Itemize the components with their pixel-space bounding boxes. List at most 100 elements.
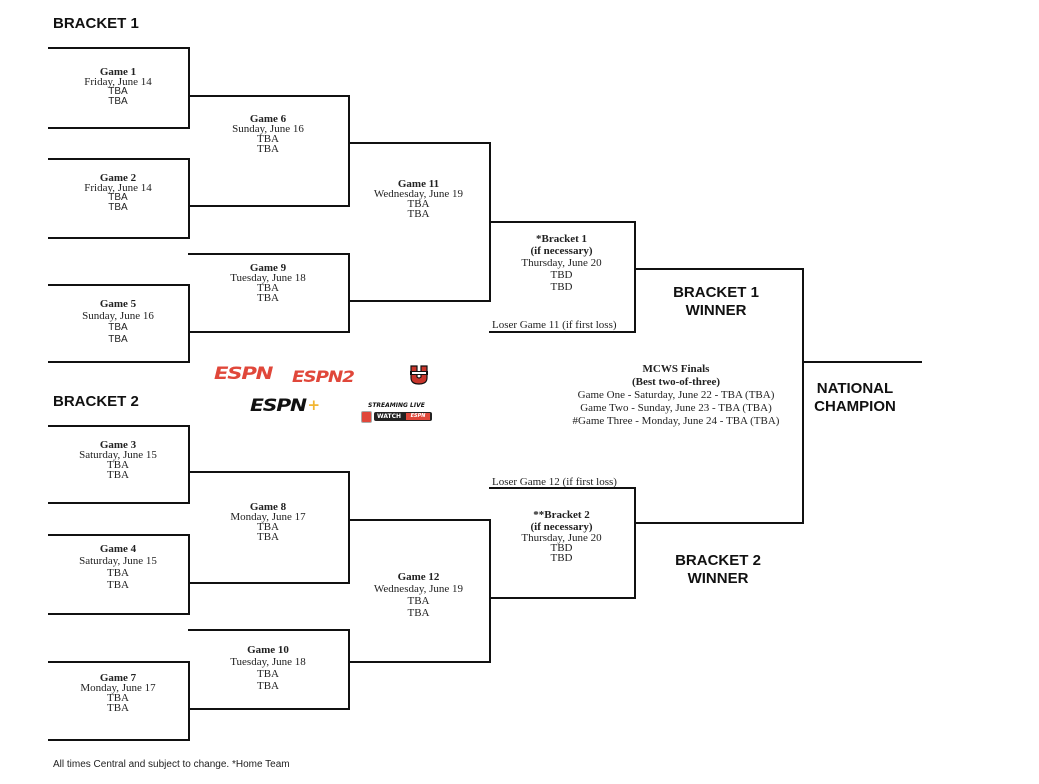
team-2: TBA [257, 292, 279, 304]
game-9-slot: Game 9 Tuesday, June 18 TBA TBA [188, 253, 350, 333]
plus-icon: + [307, 396, 321, 414]
team-1: TBD [550, 542, 573, 554]
team-2: TBA [108, 202, 128, 213]
game-date: Monday, June 17 [230, 511, 306, 523]
team-2: TBA [107, 469, 129, 481]
team-2: TBD [550, 281, 573, 293]
game-title: Game 10 [247, 644, 289, 656]
game-date: Wednesday, June 19 [373, 583, 464, 595]
game-2-slot: Game 2 Friday, June 14 TBA TBA [48, 158, 190, 239]
watch-espn-logo: STREAMING LIVE WATCH ESPN [360, 402, 434, 424]
game-title: Game 9 [249, 262, 287, 274]
game-subtitle: (if necessary) [530, 245, 593, 257]
team-2: TBD [550, 552, 573, 564]
game-3-slot: Game 3 Saturday, June 15 TBA TBA [48, 425, 190, 504]
game-date: Friday, June 14 [84, 76, 152, 88]
finals-subtitle: (Best two-of-three) [631, 376, 721, 388]
team-2: TBA [257, 531, 279, 543]
champion-line-2: CHAMPION [814, 398, 896, 415]
team-1: TBA [257, 282, 279, 294]
game-date: Sunday, June 16 [82, 310, 154, 322]
bracket-2-if-necessary-slot: **Bracket 2 (if necessary) Thursday, Jun… [489, 487, 636, 599]
espn-e-icon [361, 411, 372, 423]
game-date: Friday, June 14 [84, 182, 152, 194]
game-8-slot: Game 8 Monday, June 17 TBA TBA [188, 471, 350, 584]
team-2: TBA [407, 607, 430, 619]
team-1: TBA [108, 322, 128, 333]
team-1: TBA [108, 192, 128, 203]
game-title: Game 4 [99, 543, 137, 555]
winner-line-2: WINNER [685, 302, 747, 319]
game-date: Tuesday, June 18 [230, 272, 306, 284]
game-1-slot: Game 1 Friday, June 14 TBA TBA [48, 47, 190, 129]
game-title: Game 6 [249, 113, 287, 125]
game-date: Saturday, June 15 [79, 555, 157, 567]
game-title: Game 5 [99, 298, 137, 310]
team-1: TBA [257, 668, 279, 680]
espnu-logo [409, 365, 429, 385]
game-title: Game 1 [99, 66, 137, 78]
national-champion-line [802, 361, 922, 363]
bracket-2-winner-label: BRACKET 2 WINNER [652, 552, 784, 588]
team-1: TBD [550, 269, 573, 281]
mcws-finals-info: MCWS Finals (Best two-of-three) Game One… [548, 363, 804, 428]
bracket-2-heading: BRACKET 2 [53, 393, 139, 410]
team-2: TBA [107, 579, 129, 591]
finals-title: MCWS Finals [642, 363, 710, 375]
team-1: TBA [107, 692, 129, 704]
game-title: Game 12 [397, 571, 440, 583]
team-2: TBA [257, 680, 279, 692]
game-date: Tuesday, June 18 [230, 656, 306, 668]
game-5-slot: Game 5 Sunday, June 16 TBA TBA [48, 284, 190, 363]
game-title: Game 2 [99, 172, 137, 184]
bracket-1-winner-label: BRACKET 1 WINNER [650, 284, 782, 320]
finals-game-two: Game Two - Sunday, June 23 - TBA (TBA) [580, 402, 772, 414]
game-11-slot: Game 11 Wednesday, June 19 TBA TBA [348, 142, 491, 302]
game-10-slot: Game 10 Tuesday, June 18 TBA TBA [188, 629, 350, 710]
espn2-logo: ESPN2 [292, 367, 355, 386]
bracket-1-winner-slot [634, 268, 804, 524]
winner-line-2: WINNER [687, 570, 749, 587]
team-2: TBA [257, 143, 279, 155]
game-6-slot: Game 6 Sunday, June 16 TBA TBA [188, 95, 350, 207]
team-1: TBA [107, 567, 129, 579]
game-date: Wednesday, June 19 [373, 188, 464, 200]
watch-brand: ESPN [406, 413, 430, 420]
espn-plus-logo: ESPN+ [250, 396, 320, 416]
team-1: TBA [257, 521, 279, 533]
game-4-slot: Game 4 Saturday, June 15 TBA TBA [48, 534, 190, 615]
team-2: TBA [108, 334, 128, 345]
team-2: TBA [407, 208, 430, 220]
loser-game-11-note: Loser Game 11 (if first loss) [492, 319, 617, 331]
team-1: TBA [407, 198, 430, 210]
watch-espn-badge: WATCH ESPN [374, 412, 432, 421]
watch-label: WATCH [377, 413, 402, 420]
champion-line-1: NATIONAL [816, 380, 894, 397]
bracket-1-heading: BRACKET 1 [53, 15, 139, 32]
game-date: Thursday, June 20 [521, 257, 602, 269]
game-12-slot: Game 12 Wednesday, June 19 TBA TBA [348, 519, 491, 663]
game-title: Game 7 [99, 672, 137, 684]
winner-line-1: BRACKET 2 [675, 552, 761, 569]
team-1: TBA [108, 86, 128, 97]
finals-game-one: Game One - Saturday, June 22 - TBA (TBA) [577, 389, 775, 401]
game-subtitle: (if necessary) [530, 521, 593, 533]
espn-plus-wordmark: ESPN [250, 396, 307, 416]
team-1: TBA [407, 595, 430, 607]
national-champion-label: NATIONAL CHAMPION [796, 380, 914, 416]
team-2: TBA [107, 702, 129, 714]
game-date: Monday, June 17 [80, 682, 156, 694]
game-title: *Bracket 1 [535, 233, 587, 245]
game-date: Thursday, June 20 [521, 532, 602, 544]
team-2: TBA [108, 96, 128, 107]
bracket-1-if-necessary-slot: *Bracket 1 (if necessary) Thursday, June… [489, 221, 636, 333]
game-title: Game 3 [99, 439, 137, 451]
team-1: TBA [107, 459, 129, 471]
finals-game-three: #Game Three - Monday, June 24 - TBA (TBA… [572, 415, 780, 427]
game-title: Game 11 [397, 178, 440, 190]
footer-note: All times Central and subject to change.… [53, 759, 290, 770]
game-date: Saturday, June 15 [79, 449, 157, 461]
game-date: Sunday, June 16 [232, 123, 304, 135]
team-1: TBA [257, 133, 279, 145]
winner-line-1: BRACKET 1 [673, 284, 759, 301]
